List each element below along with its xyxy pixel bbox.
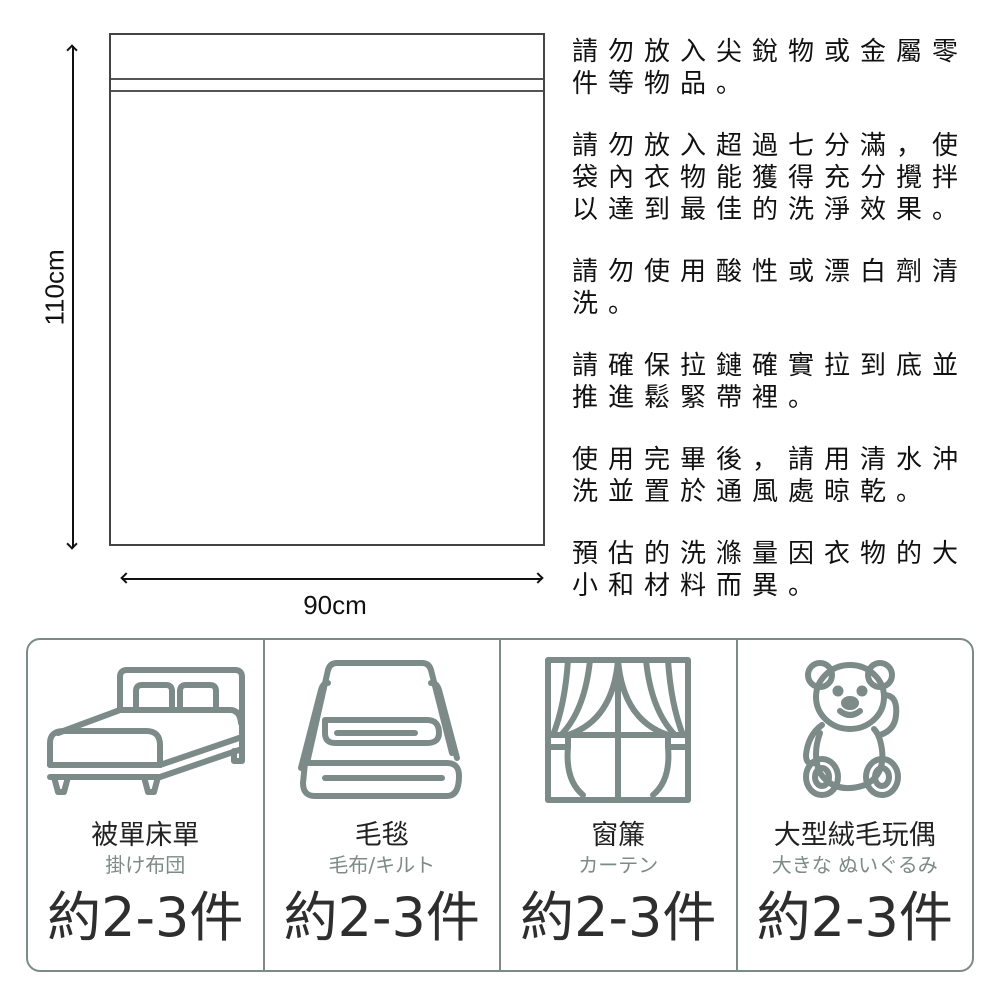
instruction-item: 請勿使用酸性或漂白劑清洗。 <box>572 257 969 319</box>
zipper-band <box>111 78 543 92</box>
laundry-bag-outline <box>109 33 545 546</box>
height-label: 110cm <box>39 249 70 326</box>
instruction-item: 請確保拉鏈確實拉到底並推進鬆緊帶裡。 <box>572 351 969 413</box>
item-subtitle: 掛け布団 <box>105 853 186 877</box>
instruction-item: 使用完畢後，請用清水沖洗並置於通風處晾乾。 <box>572 445 969 507</box>
item-title: 毛毯 <box>354 820 409 851</box>
item-quantity: 約2-3件 <box>283 886 480 949</box>
teddy-bear-icon <box>802 660 901 798</box>
capacity-item-bedsheet: 被單床單 掛け布団 約2-3件 <box>28 640 265 970</box>
width-label: 90cm <box>303 590 367 620</box>
width-arrow <box>122 578 542 580</box>
height-arrow <box>72 46 74 548</box>
item-subtitle: 毛布/キルト <box>328 853 436 877</box>
usage-instructions: 請勿放入尖銳物或金屬零件等物品。 請勿放入超過七分滿，使袋內衣物能獲得充分攪拌以… <box>572 36 972 632</box>
capacity-item-curtain: 窗簾 カーテン 約2-3件 <box>501 640 738 970</box>
item-title: 被單床單 <box>91 820 200 851</box>
instruction-item: 請勿放入超過七分滿，使袋內衣物能獲得充分攪拌以達到最佳的洗淨效果。 <box>572 131 969 225</box>
capacity-panel: 被單床單 掛け布団 約2-3件 毛毯 毛布/キルト 約2-3件 <box>26 638 974 972</box>
item-quantity: 約2-3件 <box>47 886 244 949</box>
capacity-item-plush: 大型絨毛玩偶 大きな ぬいぐるみ 約2-3件 <box>738 640 973 970</box>
item-quantity: 約2-3件 <box>520 886 717 949</box>
item-title: 大型絨毛玩偶 <box>773 820 936 851</box>
curtain-icon <box>545 657 692 803</box>
item-subtitle: カーテン <box>578 853 659 877</box>
item-subtitle: 大きな ぬいぐるみ <box>771 853 938 877</box>
blanket-icon <box>297 659 462 799</box>
item-title: 窗簾 <box>591 820 646 851</box>
instruction-item: 預估的洗滌量因衣物的大小和材料而異。 <box>572 539 969 601</box>
instruction-item: 請勿放入尖銳物或金屬零件等物品。 <box>572 37 969 99</box>
item-quantity: 約2-3件 <box>756 886 953 949</box>
bed-icon <box>47 667 246 795</box>
capacity-item-blanket: 毛毯 毛布/キルト 約2-3件 <box>265 640 501 970</box>
